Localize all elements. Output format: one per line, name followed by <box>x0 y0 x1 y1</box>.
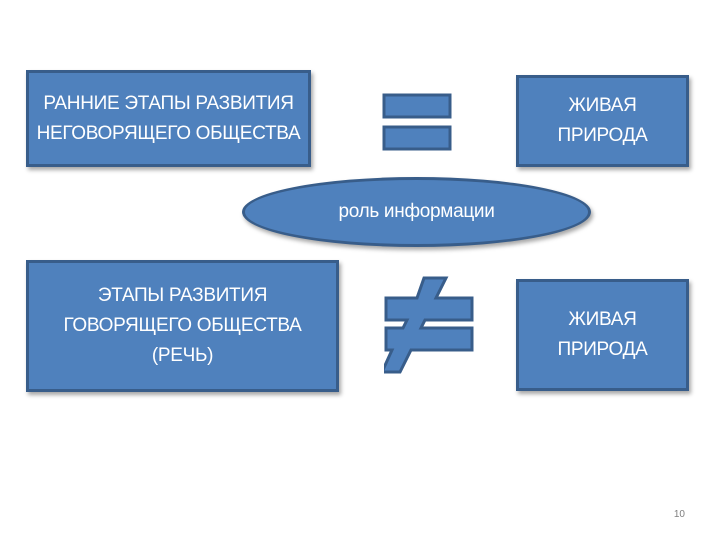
stages-speaking-society-box: ЭТАПЫ РАЗВИТИЯ ГОВОРЯЩЕГО ОБЩЕСТВА (РЕЧЬ… <box>26 260 339 392</box>
page-number: 10 <box>673 509 685 520</box>
living-nature-box-bottom: ЖИВАЯ ПРИРОДА <box>516 279 689 391</box>
role-of-information-label: роль информации <box>338 201 495 222</box>
equals-icon <box>382 93 452 151</box>
speaking-society-label: ЭТАПЫ РАЗВИТИЯ ГОВОРЯЩЕГО ОБЩЕСТВА (РЕЧЬ… <box>63 285 302 366</box>
living-nature-label-bottom: ЖИВАЯ ПРИРОДА <box>557 309 648 360</box>
early-stages-label: РАННИЕ ЭТАПЫ РАЗВИТИЯ НЕГОВОРЯЩЕГО ОБЩЕС… <box>36 92 301 144</box>
role-of-information-ellipse: роль информации <box>242 177 591 247</box>
living-nature-box-top: ЖИВАЯ ПРИРОДА <box>516 75 689 167</box>
not-equal-icon <box>384 276 474 374</box>
early-stages-nonspeaking-society-box: РАННИЕ ЭТАПЫ РАЗВИТИЯ НЕГОВОРЯЩЕГО ОБЩЕС… <box>26 70 311 167</box>
living-nature-label-top: ЖИВАЯ ПРИРОДА <box>557 95 648 146</box>
